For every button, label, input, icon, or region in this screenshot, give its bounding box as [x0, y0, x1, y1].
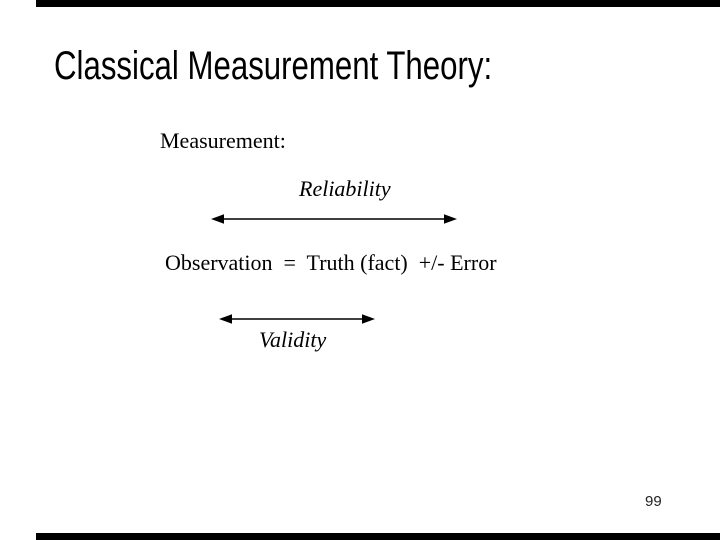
top-border-bar — [36, 0, 720, 7]
reliability-label: Reliability — [299, 176, 391, 201]
bottom-border-bar — [36, 533, 720, 540]
equation-text: Observation = Truth (fact) +/- Error — [165, 250, 497, 275]
reliability-double-arrow-icon — [211, 214, 457, 224]
page-number: 99 — [645, 493, 662, 510]
slide-title: Classical Measurement Theory: — [54, 44, 493, 88]
validity-double-arrow-icon — [219, 314, 375, 324]
measurement-heading: Measurement: — [160, 128, 286, 153]
validity-label: Validity — [259, 327, 327, 352]
